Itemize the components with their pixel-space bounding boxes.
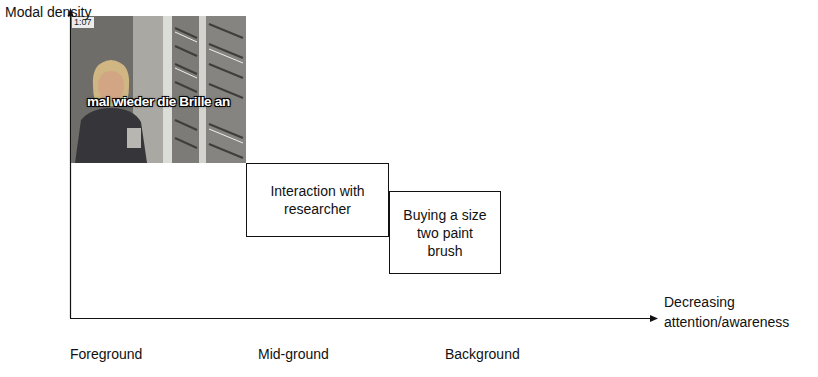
axis-title: Decreasing attention/awareness: [664, 292, 814, 332]
box-text: Interaction with researcher: [255, 182, 380, 218]
axis-title: Modal density: [5, 2, 91, 22]
box-text: Buying a size two paint brush: [398, 206, 492, 260]
subtitle-text: mal wieder die Brille an: [71, 94, 246, 109]
activity-box: Interaction with researcher: [246, 163, 389, 237]
video-still-frame: 1:07mal wieder die Brille an: [71, 16, 246, 163]
activity-box: Buying a size two paint brush: [389, 191, 501, 274]
zone-label: Foreground: [70, 344, 142, 364]
video-still: [71, 16, 246, 163]
y-axis: [70, 14, 71, 318]
x-axis-arrowhead: [650, 315, 658, 322]
zone-label: Background: [445, 344, 520, 364]
zone-label: Mid-ground: [258, 344, 329, 364]
x-axis: [70, 318, 652, 319]
